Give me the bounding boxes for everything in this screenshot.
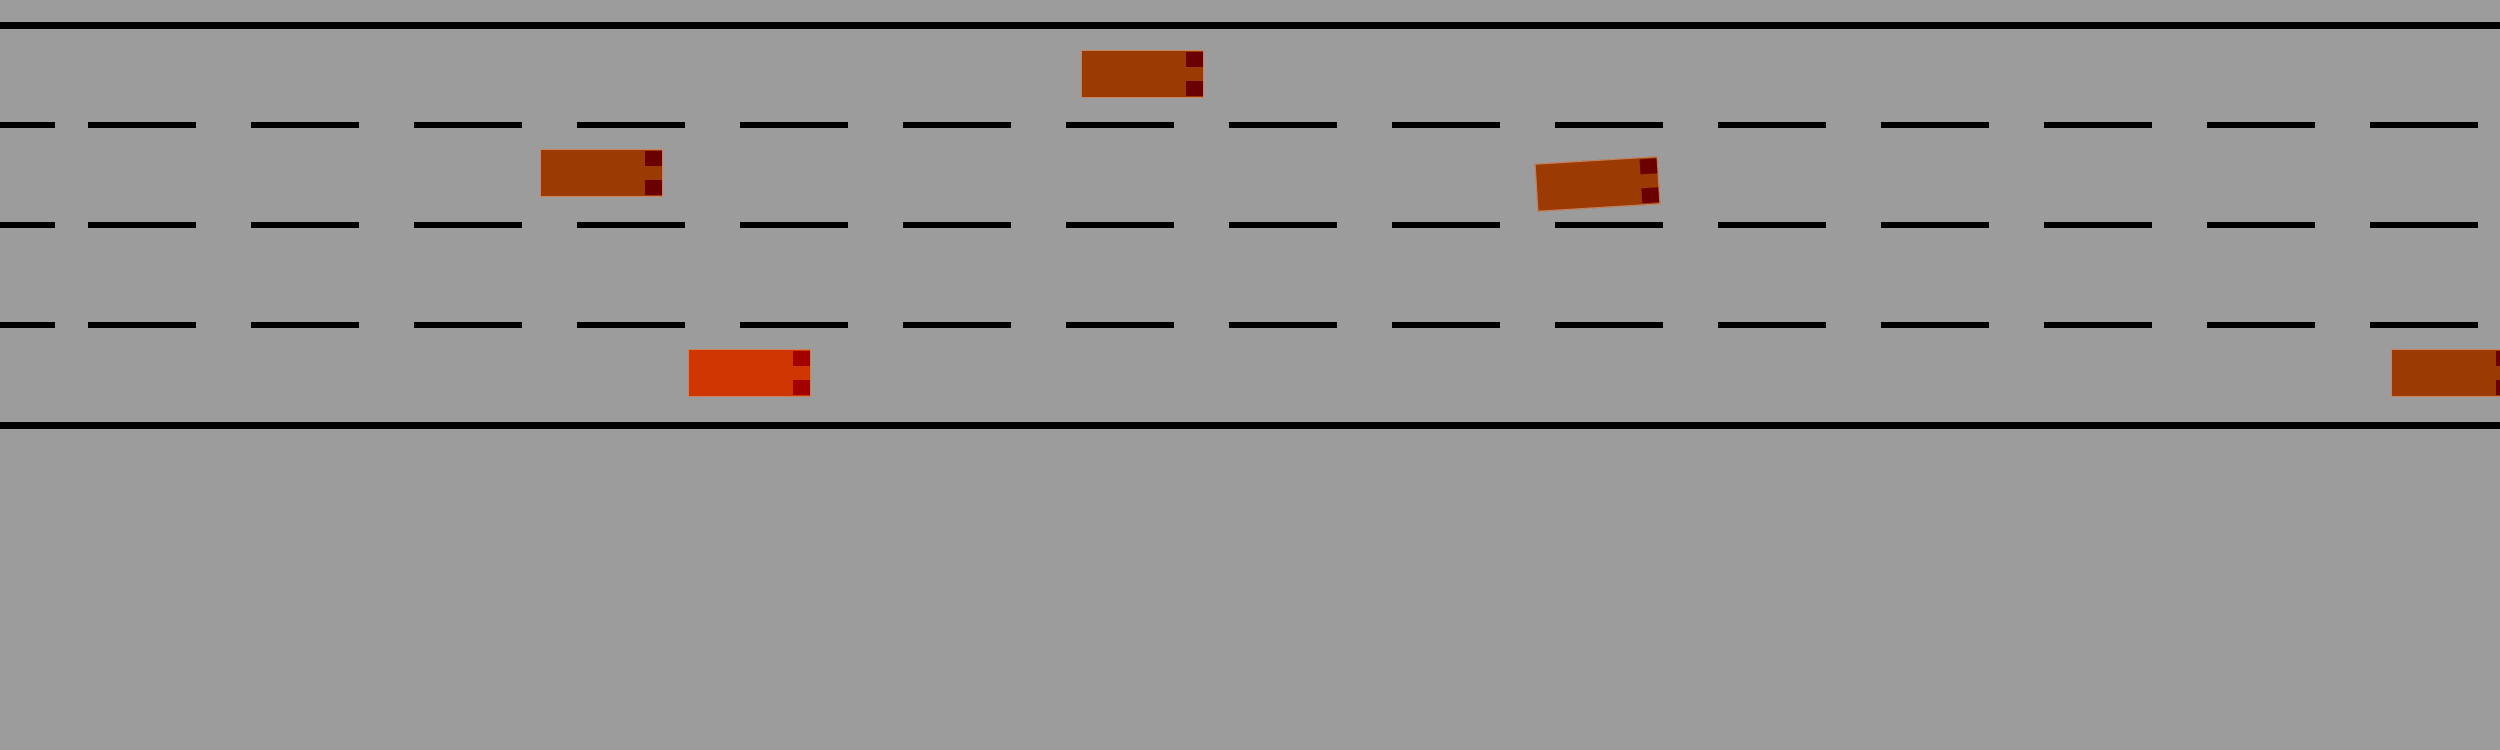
road-top-edge [0, 22, 2500, 29]
lane-divider-3 [0, 322, 2500, 328]
tail-light [645, 180, 662, 195]
tail-light [793, 380, 810, 395]
tail-light [793, 351, 810, 366]
lane-divider-2 [0, 222, 2500, 228]
other-vehicle [2391, 349, 2500, 397]
tail-light [1186, 81, 1203, 96]
road-bottom-edge [0, 422, 2500, 429]
ego-vehicle [688, 349, 811, 397]
tail-light [1639, 158, 1658, 175]
lane-divider-1 [0, 122, 2500, 128]
other-vehicle [540, 149, 663, 197]
tail-light [645, 151, 662, 166]
tail-light [1641, 187, 1660, 204]
other-vehicle [1081, 50, 1204, 98]
other-vehicle [1534, 156, 1661, 212]
tail-light [2496, 380, 2500, 395]
tail-light [2496, 351, 2500, 366]
tail-light [1186, 52, 1203, 67]
